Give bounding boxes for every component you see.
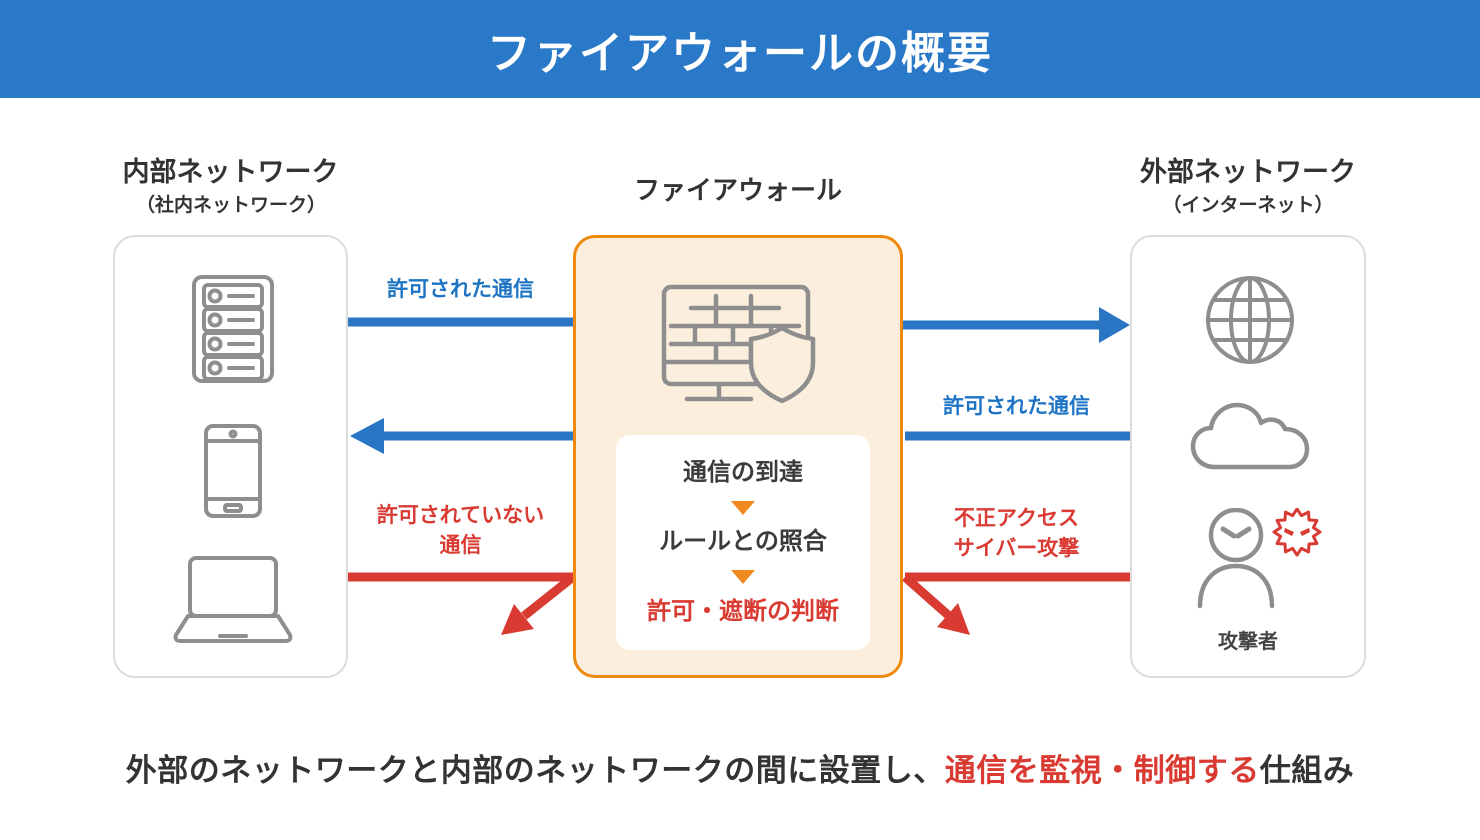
external-network-box: 攻撃者 bbox=[1130, 235, 1366, 678]
page-title: ファイアウォールの概要 bbox=[487, 29, 993, 78]
step-allow-block-decision: 許可・遮断の判断 bbox=[647, 597, 839, 625]
smartphone-icon bbox=[203, 423, 263, 519]
step-traffic-arrival: 通信の到達 bbox=[683, 458, 803, 486]
summary-caption: 外部のネットワークと内部のネットワークの間に設置し、通信を監視・制御する仕組み bbox=[0, 745, 1480, 790]
internal-network-title: 内部ネットワーク bbox=[122, 157, 339, 187]
blocked-outbound-arrow bbox=[348, 572, 576, 635]
triangle-down-icon bbox=[731, 570, 755, 585]
firewall-process-panel: 通信の到達 ルールとの照合 許可・遮断の判断 bbox=[616, 435, 870, 650]
allowed-inbound-label: 許可された通信 bbox=[943, 395, 1090, 418]
blocked-inbound-arrow bbox=[902, 572, 1130, 635]
caption-highlight: 通信を監視・制御する bbox=[944, 753, 1260, 788]
firewall-shield-icon bbox=[661, 284, 821, 406]
external-network-subtitle: （インターネット） bbox=[1162, 195, 1334, 216]
server-icon bbox=[191, 274, 275, 384]
firewall-box: 通信の到達 ルールとの照合 許可・遮断の判断 bbox=[573, 235, 903, 678]
virus-burst-icon bbox=[1272, 508, 1322, 557]
caption-suffix: 仕組み bbox=[1259, 753, 1355, 788]
globe-icon bbox=[1204, 274, 1296, 366]
triangle-down-icon bbox=[731, 500, 755, 515]
blocked-inbound-label: 不正アクセス サイバー攻撃 bbox=[953, 507, 1080, 561]
blocked-outbound-label: 許可されていない 通信 bbox=[376, 504, 545, 558]
attacker-label: 攻撃者 bbox=[1218, 631, 1278, 653]
external-network-title: 外部ネットワーク bbox=[1140, 157, 1356, 187]
cloud-icon bbox=[1189, 399, 1311, 473]
laptop-icon bbox=[170, 555, 296, 647]
internal-network-box bbox=[113, 235, 348, 678]
attacker-icon bbox=[1190, 508, 1322, 610]
firewall-title: ファイアウォール bbox=[633, 175, 842, 205]
allowed-outbound-label: 許可された通信 bbox=[387, 278, 534, 301]
step-rule-matching: ルールとの照合 bbox=[659, 528, 827, 556]
title-banner: ファイアウォールの概要 bbox=[0, 0, 1480, 98]
internal-network-subtitle: （社内ネットワーク） bbox=[135, 195, 326, 216]
caption-prefix: 外部のネットワークと内部のネットワークの間に設置し、 bbox=[125, 753, 945, 788]
